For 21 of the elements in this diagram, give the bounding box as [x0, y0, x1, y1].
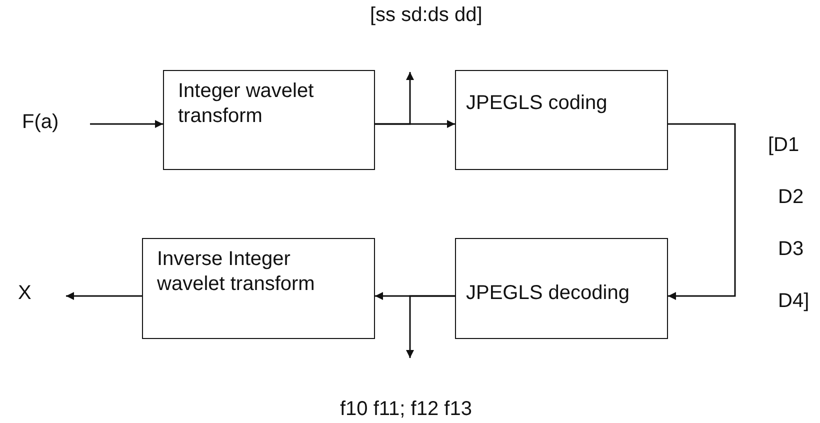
- process-box: [142, 238, 375, 339]
- signal-label: D3: [778, 238, 804, 261]
- box-label: Inverse Integer wavelet transform: [157, 247, 316, 297]
- signal-label: F(a): [22, 110, 82, 140]
- arrow: [90, 120, 163, 128]
- process-box: [455, 238, 668, 339]
- signal-label: [ss sd:ds dd]: [370, 4, 482, 27]
- signal-label: X: [18, 281, 48, 311]
- signal-label: f10 f11; f12 f13: [340, 398, 472, 421]
- box-label: JPEGLS coding: [466, 91, 608, 116]
- arrow: [668, 123, 736, 300]
- signal-label: D4]: [778, 290, 810, 313]
- signal-label: D2: [778, 186, 804, 209]
- signal-label: [D1: [768, 134, 800, 157]
- box-label: JPEGLS decoding: [466, 281, 630, 306]
- box-label: Integer wavelet transform: [178, 79, 315, 129]
- arrow: [375, 72, 414, 125]
- arrow: [406, 295, 455, 358]
- process-box: [455, 70, 668, 170]
- process-box: [163, 70, 375, 170]
- arrow: [66, 292, 142, 300]
